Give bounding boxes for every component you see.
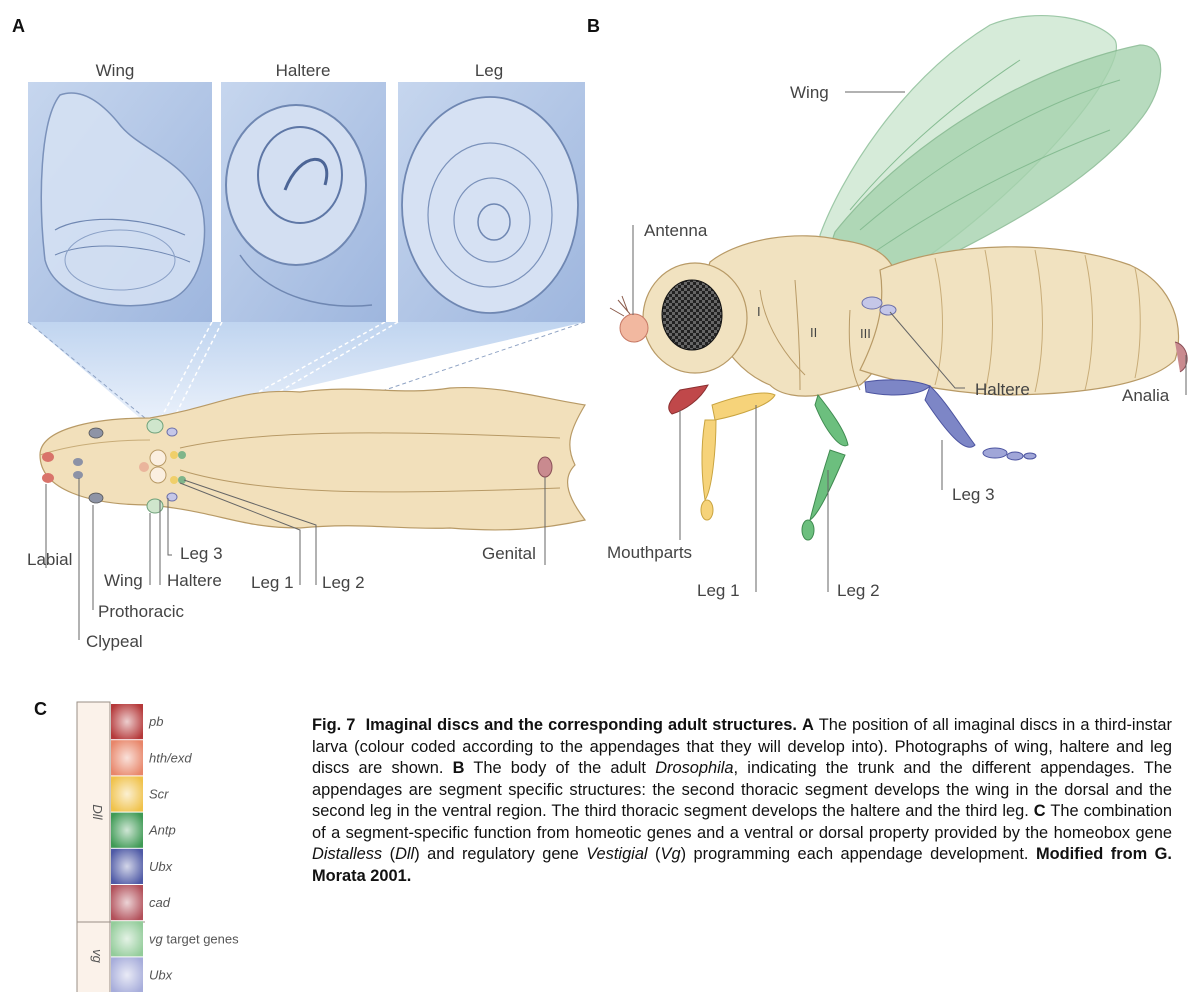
- fly-label-leg1: Leg 1: [697, 581, 740, 600]
- fly-label-leg2: Leg 2: [837, 581, 880, 600]
- fly-body: [708, 236, 1187, 396]
- larva-label-genital: Genital: [482, 544, 536, 563]
- wing-disc-photo: [28, 82, 212, 322]
- photo-title-haltere: Haltere: [276, 61, 331, 80]
- gene-swatch-highlight: [111, 740, 143, 775]
- gene-label: Ubx: [149, 859, 173, 874]
- caption-gene-distalless: Distalless: [312, 845, 382, 863]
- larva-body: [40, 388, 585, 530]
- gene-swatch-highlight: [111, 885, 143, 920]
- fly-label-leg3: Leg 3: [952, 485, 995, 504]
- caption-text-b1: The body of the adult: [473, 759, 646, 777]
- caption-abbr-dll: Dll: [395, 845, 414, 863]
- leg-disc-photo: [398, 82, 585, 322]
- gene-label: hth/exd: [149, 750, 192, 765]
- caption-paren-1: (: [382, 845, 395, 863]
- caption-letter-c: C: [1034, 802, 1046, 820]
- caption-letter-a: A: [802, 716, 814, 734]
- gene-label: cad: [149, 895, 171, 910]
- fly-wing: [820, 16, 1161, 287]
- caption-text-c2: ) and regulatory gene: [414, 845, 579, 863]
- photo-title-wing: Wing: [96, 61, 135, 80]
- gene-row: Ubx: [111, 957, 173, 992]
- gene-swatch-highlight: [111, 813, 143, 848]
- group-label-dll: Dll: [90, 804, 105, 820]
- gene-swatch-highlight: [111, 704, 143, 739]
- caption-paren-2: (: [648, 845, 661, 863]
- haltere-disc-photo: [221, 82, 386, 322]
- fly-label-mouthparts: Mouthparts: [607, 543, 692, 562]
- gene-label: Scr: [149, 787, 169, 802]
- larva-label-haltere: Haltere: [167, 571, 222, 590]
- gene-label: Antp: [148, 823, 176, 838]
- gene-row: vg target genes: [111, 921, 239, 956]
- gene-row: cad: [111, 885, 171, 920]
- caption-fig-number: Fig. 7: [312, 716, 355, 734]
- segment-label-i: I: [757, 304, 761, 319]
- gene-label: vg target genes: [149, 931, 239, 946]
- gene-label: Ubx: [149, 968, 173, 983]
- gene-row: Ubx: [111, 849, 173, 884]
- gene-swatch-highlight: [111, 957, 143, 992]
- gene-label: pb: [148, 714, 163, 729]
- segment-label-ii: II: [810, 325, 817, 340]
- caption-abbr-vg: Vg: [661, 845, 681, 863]
- larva-label-leg2: Leg 2: [322, 573, 365, 592]
- gene-row: pb: [111, 704, 163, 739]
- panel-a-letter: A: [12, 16, 25, 36]
- panel-b-letter: B: [587, 16, 600, 36]
- fly-label-wing: Wing: [790, 83, 829, 102]
- panel-c-letter: C: [34, 699, 47, 719]
- larva-label-labial: Labial: [27, 550, 72, 569]
- larva-label-leg1: Leg 1: [251, 573, 294, 592]
- caption-gene-vestigial: Vestigial: [586, 845, 647, 863]
- larva-label-wing: Wing: [104, 571, 143, 590]
- gene-swatch-highlight: [111, 776, 143, 811]
- larva-label-leg3: Leg 3: [180, 544, 223, 563]
- fly-head: [610, 263, 747, 414]
- group-label-vg: vg: [90, 949, 105, 964]
- gene-row: hth/exd: [111, 740, 192, 775]
- gene-row: Scr: [111, 776, 169, 811]
- caption-text-c3: ) programming each appendage development…: [681, 845, 1029, 863]
- gene-swatch-highlight: [111, 849, 143, 884]
- gene-row: Antp: [111, 813, 176, 848]
- segment-label-iii: III: [860, 326, 871, 341]
- fly-label-haltere: Haltere: [975, 380, 1030, 399]
- larva-label-clypeal: Clypeal: [86, 632, 143, 651]
- caption-title: Imaginal discs and the corresponding adu…: [366, 716, 797, 734]
- fly-label-analia: Analia: [1122, 386, 1170, 405]
- gene-swatch-highlight: [111, 921, 143, 956]
- caption-species: Drosophila: [655, 759, 733, 777]
- larva-label-prothoracic: Prothoracic: [98, 602, 184, 621]
- fly-label-antenna: Antenna: [644, 221, 708, 240]
- caption-letter-b: B: [453, 759, 465, 777]
- figure-caption: Fig. 7 Imaginal discs and the correspond…: [312, 715, 1172, 887]
- photo-title-leg: Leg: [475, 61, 503, 80]
